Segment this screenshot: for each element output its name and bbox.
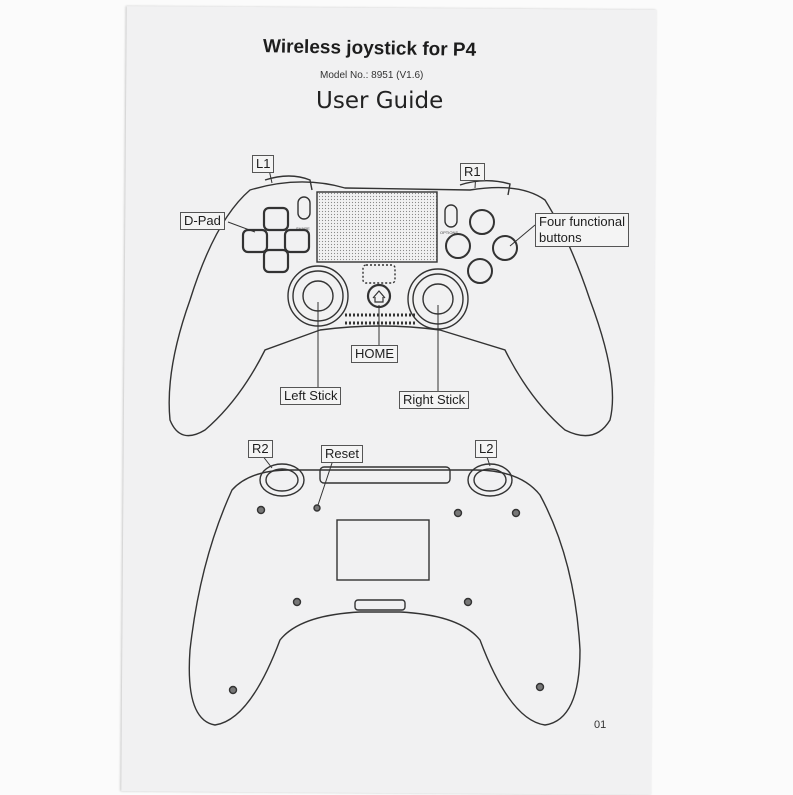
controller-back-illustration xyxy=(188,454,581,726)
options-button xyxy=(444,204,458,228)
label-r1: R1 xyxy=(460,163,485,181)
label-l2: L2 xyxy=(475,440,498,458)
face-buttons xyxy=(445,209,518,284)
touchpad xyxy=(316,191,438,263)
share-button xyxy=(297,196,311,220)
label-left-stick: Left Stick xyxy=(280,387,342,405)
back-panel xyxy=(336,519,430,581)
r2-trigger xyxy=(259,463,305,497)
controller-back-outline xyxy=(188,469,581,726)
label-l1: L1 xyxy=(252,155,275,173)
dpad xyxy=(241,206,311,274)
label-four-functional-line1: Four functional xyxy=(539,214,625,229)
user-guide-heading: User Guide xyxy=(316,88,444,114)
label-dpad: D-Pad xyxy=(180,212,225,230)
label-home: HOME xyxy=(351,345,398,363)
label-r2: R2 xyxy=(248,440,273,458)
page-number: 01 xyxy=(594,719,607,731)
controller-front-illustration: SHARE OPTIONS xyxy=(168,164,614,437)
label-reset: Reset xyxy=(321,445,363,463)
model-number: Model No.: 8951 (V1.6) xyxy=(320,70,424,81)
svg-text:OPTIONS: OPTIONS xyxy=(440,230,458,235)
label-right-stick: Right Stick xyxy=(399,391,470,409)
screws xyxy=(228,504,545,695)
controller-front-outline xyxy=(168,181,614,437)
home-button xyxy=(366,283,392,309)
label-four-functional-buttons: Four functional buttons xyxy=(535,213,629,247)
label-four-functional-line2: buttons xyxy=(539,230,582,245)
svg-text:SHARE: SHARE xyxy=(296,226,310,231)
l2-trigger xyxy=(467,463,513,497)
